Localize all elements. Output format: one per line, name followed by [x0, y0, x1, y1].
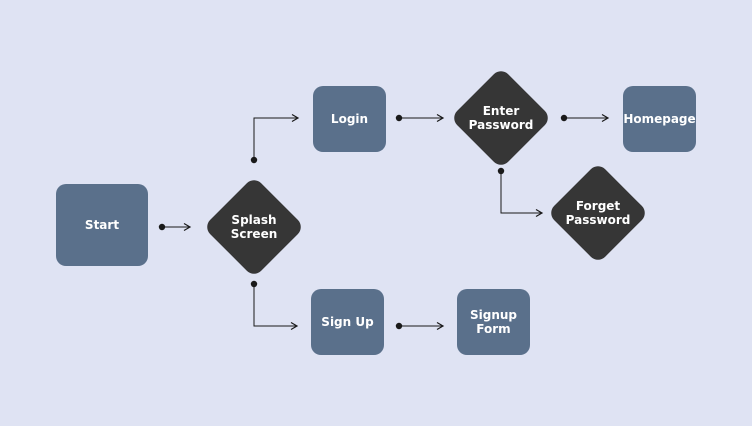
connector-splash-to-login	[250, 113, 300, 164]
connector-start-to-splash	[158, 222, 192, 232]
signup-form-node-label: Signup Form	[469, 308, 518, 336]
enter-password-node: Enter Password	[461, 98, 541, 138]
start-node[interactable]: Start	[56, 184, 148, 266]
connector-enter-password-to-forget-password	[497, 167, 544, 218]
signup-node-label: Sign Up	[321, 315, 374, 329]
enter-password-label: Enter Password	[468, 104, 534, 132]
connector-enter-password-to-homepage	[560, 113, 610, 123]
connector-splash-to-signup	[250, 280, 299, 331]
splash-screen-node: Splash Screen	[214, 207, 294, 247]
signup-node[interactable]: Sign Up	[311, 289, 384, 355]
homepage-node-label: Homepage	[623, 112, 696, 126]
signup-form-node[interactable]: Signup Form	[457, 289, 530, 355]
login-node[interactable]: Login	[313, 86, 386, 152]
forget-password-node: Forget Password	[558, 193, 638, 233]
connector-signup-to-signup-form	[395, 321, 445, 331]
login-node-label: Login	[330, 112, 369, 126]
start-node-label: Start	[84, 218, 120, 232]
splash-screen-label: Splash Screen	[230, 213, 278, 241]
connector-login-to-enter-password	[395, 113, 445, 123]
homepage-node[interactable]: Homepage	[623, 86, 696, 152]
forget-password-label: Forget Password	[565, 199, 631, 227]
